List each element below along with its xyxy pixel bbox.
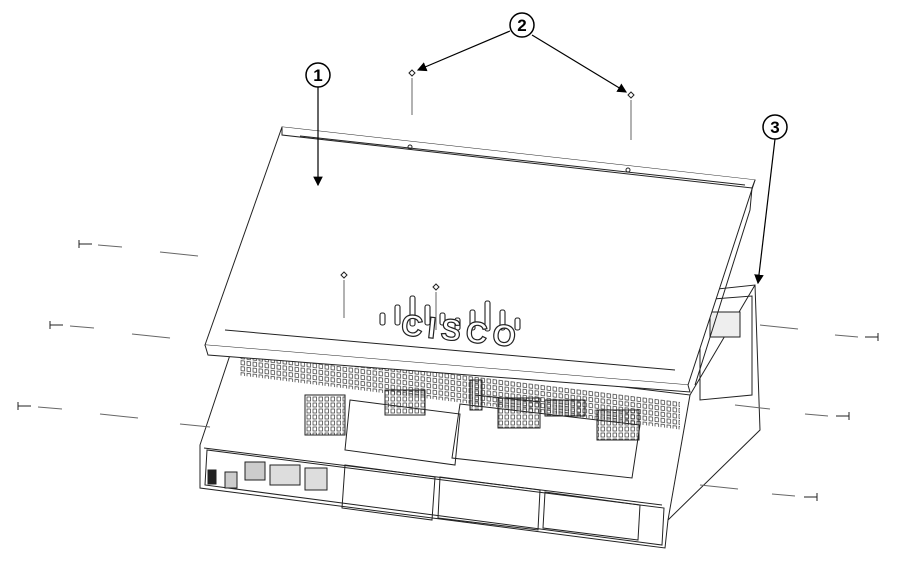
callout-2-circle: [509, 12, 535, 38]
callout-3-arrow: [754, 138, 776, 285]
callout-2-arrow-right: [531, 34, 628, 93]
cover-screws-top: [340, 69, 635, 330]
callout-3-group: 3: [754, 114, 788, 285]
callout-1-group: 1: [305, 62, 331, 187]
callout-2-group: 2: [416, 12, 628, 93]
callout-2-label: 2: [517, 16, 526, 35]
side-screws: [17, 240, 879, 501]
callout-3-label: 3: [770, 118, 779, 137]
top-cover: [204, 126, 756, 393]
callout-2-arrow-left: [416, 30, 511, 72]
cisco-logo: CISCO: [379, 295, 523, 355]
callout-1-label: 1: [313, 66, 322, 85]
